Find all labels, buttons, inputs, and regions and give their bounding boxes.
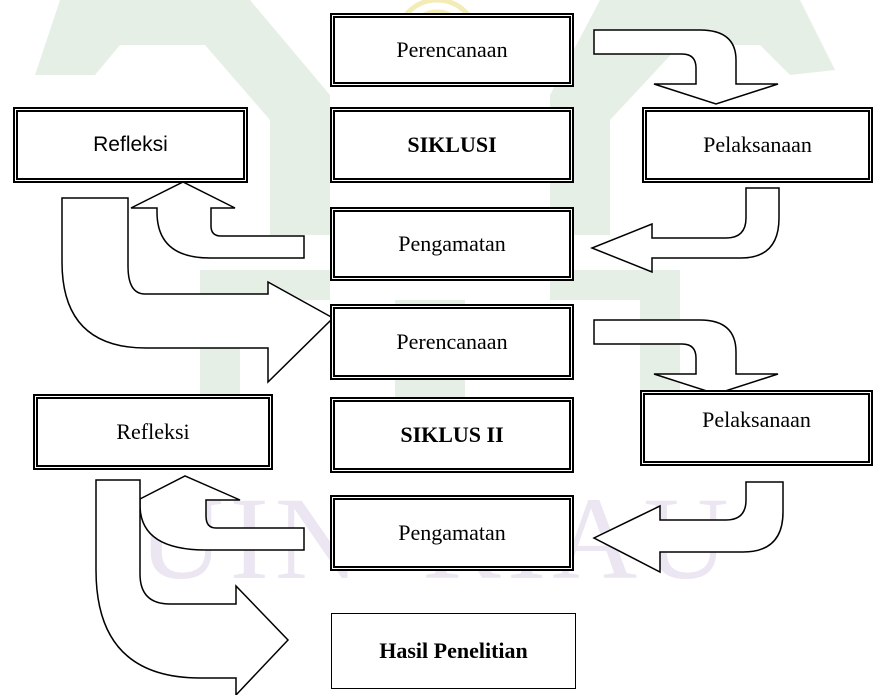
- cycle2-action-box: Pelaksanaan: [640, 390, 873, 466]
- cycle1-center-box: SIKLUSI: [330, 107, 574, 183]
- cycle2-observation-label: Pengamatan: [398, 520, 506, 545]
- cycle2-planning-box: Perencanaan: [330, 304, 574, 380]
- cycle1-reflection-box: Refleksi: [13, 107, 248, 183]
- arrow-observation2-to-reflection2: [137, 475, 305, 551]
- cycle1-observation-label: Pengamatan: [398, 231, 506, 256]
- arrow-reflection2-to-result: [95, 479, 290, 695]
- cycle2-center-label: SIKLUS II: [400, 422, 504, 447]
- arrow-plan1-to-action1: [593, 29, 779, 105]
- cycle2-reflection-box: Refleksi: [33, 394, 273, 470]
- arrow-reflection1-to-plan2: [61, 197, 335, 384]
- arrow-plan2-to-action2: [593, 319, 779, 395]
- cycle2-planning-label: Perencanaan: [396, 329, 508, 354]
- cycle1-observation-box: Pengamatan: [330, 207, 574, 281]
- result-label: Hasil Penelitian: [379, 638, 528, 663]
- cycle2-observation-box: Pengamatan: [330, 495, 574, 571]
- cycle1-reflection-label: Refleksi: [93, 133, 168, 156]
- arrow-action2-to-observation2: [592, 481, 784, 574]
- cycle2-reflection-label: Refleksi: [116, 419, 190, 444]
- arrow-action1-to-observation1: [589, 187, 780, 274]
- cycle1-action-box: Pelaksanaan: [642, 107, 873, 183]
- arrow-observation1-to-reflection1: [130, 181, 305, 259]
- cycle1-center-label: SIKLUSI: [407, 132, 497, 157]
- cycle1-planning-label: Perencanaan: [396, 37, 508, 62]
- cycle1-planning-box: Perencanaan: [330, 13, 574, 87]
- cycle2-action-label: Pelaksanaan: [702, 407, 811, 432]
- cycle2-center-box: SIKLUS II: [330, 397, 574, 473]
- result-box: Hasil Penelitian: [331, 613, 576, 689]
- cycle1-action-label: Pelaksanaan: [703, 132, 812, 157]
